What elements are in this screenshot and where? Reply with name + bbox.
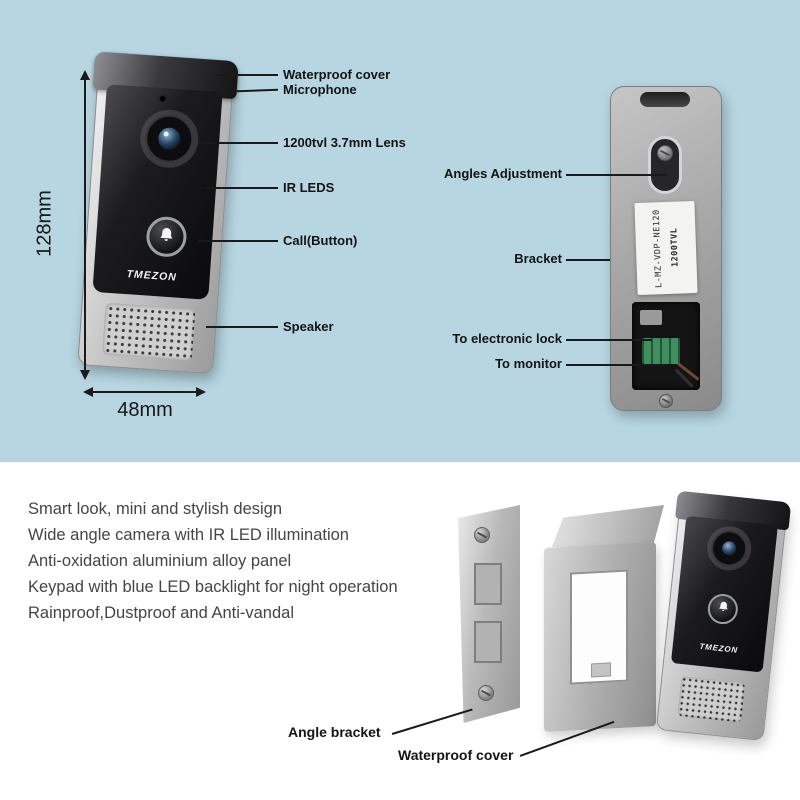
dim-height-line — [84, 80, 86, 370]
model-sticker: L-MZ-VDP-NE120 1200TVL — [634, 200, 698, 296]
leader-line-speaker — [206, 326, 278, 328]
exploded-angle-bracket — [458, 505, 520, 723]
sticker-model-text: L-MZ-VDP-NE120 — [651, 208, 664, 288]
label-angles-adjustment: Angles Adjustment — [444, 166, 562, 181]
screw-slot-mark — [660, 149, 670, 157]
bracket-cutout — [474, 621, 502, 663]
bottom-screw-icon — [659, 394, 673, 408]
cover-notch — [591, 662, 611, 678]
label-call-button: Call(Button) — [283, 233, 358, 248]
dim-width-label: 48mm — [117, 399, 173, 421]
label-ir-leds: IR LEDS — [283, 180, 335, 195]
screw-slot-mark — [477, 531, 487, 539]
bracket-screw-icon — [474, 527, 490, 543]
top-section: TMEZON 128mm 48mm Waterproof cover Micro… — [0, 0, 800, 462]
monitor-connector — [640, 310, 662, 325]
label-to-electronic-lock: To electronic lock — [452, 331, 562, 346]
leader-line-to-monitor — [566, 364, 664, 366]
speaker-grille — [102, 302, 196, 361]
label-speaker: Speaker — [283, 319, 334, 334]
feature-list: Smart look, mini and stylish design Wide… — [28, 496, 398, 626]
dim-arrowhead-bottom — [80, 370, 90, 380]
cover-frame — [544, 542, 656, 732]
feature-line: Smart look, mini and stylish design — [28, 500, 283, 518]
dim-arrowhead-top — [80, 70, 90, 80]
wiring-cutout — [632, 302, 700, 390]
leader-line-angle-bracket — [391, 708, 473, 735]
leader-line-call-button — [198, 240, 278, 242]
label-waterproof-cover: Waterproof cover — [283, 67, 391, 82]
call-button — [145, 215, 188, 259]
doorbell-back-view: L-MZ-VDP-NE120 1200TVL — [610, 86, 722, 411]
doorbell-front-view: TMEZON — [77, 51, 239, 375]
label-to-monitor: To monitor — [495, 356, 562, 371]
screw-slot-mark — [481, 689, 491, 697]
dim-width-line — [93, 391, 196, 393]
label-microphone: Microphone — [283, 82, 357, 97]
dim-arrowhead-right — [196, 387, 206, 397]
cover-roof — [552, 505, 664, 547]
dim-height-label: 128mm — [33, 190, 56, 257]
leader-line-bracket — [566, 259, 610, 261]
sticker-resolution-text: 1200TVL — [668, 227, 681, 268]
bell-icon — [157, 225, 177, 249]
call-button — [706, 592, 740, 626]
bell-icon — [715, 599, 730, 618]
dim-arrowhead-left — [83, 387, 93, 397]
angle-adjustment-slot — [648, 136, 682, 194]
adjustment-screw-icon — [657, 145, 673, 161]
lens-glass — [157, 127, 182, 151]
leader-line-lens — [198, 142, 278, 144]
leader-line-waterproof-cover — [216, 74, 278, 76]
label-angle-bracket: Angle bracket — [288, 724, 381, 740]
bracket-top-notch — [640, 92, 690, 107]
lens-glass — [721, 540, 737, 557]
exploded-doorbell-unit: TMEZON — [655, 490, 792, 741]
leader-line-to-electronic-lock — [566, 339, 652, 341]
exploded-waterproof-cover — [540, 505, 668, 739]
cover-opening — [570, 569, 628, 685]
leader-line-ir-leds — [206, 187, 278, 189]
terminal-block — [642, 338, 680, 364]
screw-slot-mark — [661, 398, 671, 404]
speaker-grille — [677, 676, 746, 723]
bottom-section: Smart look, mini and stylish design Wide… — [0, 462, 800, 800]
feature-line: Keypad with blue LED backlight for night… — [28, 578, 398, 596]
leader-line-angles-adjustment — [566, 174, 666, 176]
feature-line: Rainproof,Dustproof and Anti-vandal — [28, 604, 294, 622]
label-waterproof-cover-exploded: Waterproof cover — [398, 747, 514, 763]
label-bracket: Bracket — [514, 251, 562, 266]
label-lens: 1200tvl 3.7mm Lens — [283, 135, 406, 150]
feature-line: Anti-oxidation aluminium alloy panel — [28, 552, 292, 570]
bracket-cutout — [474, 563, 502, 605]
feature-line: Wide angle camera with IR LED illuminati… — [28, 526, 349, 544]
bracket-screw-icon — [478, 685, 494, 701]
